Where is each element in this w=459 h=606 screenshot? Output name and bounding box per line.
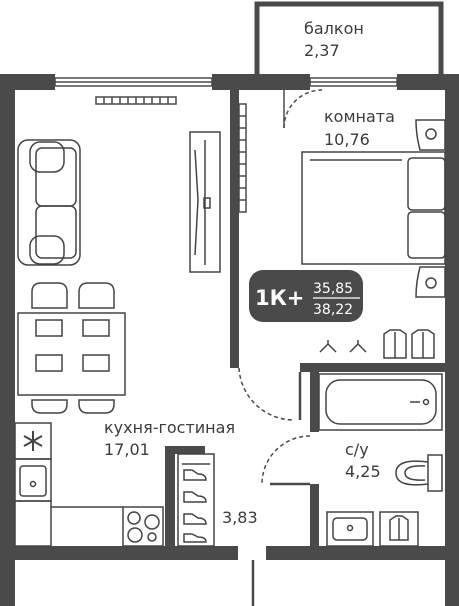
balcony-name: балкон (304, 19, 364, 38)
chair-icon (31, 282, 115, 414)
sink-icon (326, 511, 374, 547)
badge-background (249, 270, 363, 322)
apartment-type-label: 1К+ (255, 286, 304, 310)
washing-machine-icon (379, 511, 419, 547)
wardrobe-icon (319, 329, 435, 359)
doors (238, 89, 323, 606)
nightstand-lamp-icon (415, 119, 446, 298)
toilet-icon (395, 454, 443, 492)
balcony-area: 2,37 (304, 41, 340, 60)
kitchen-counter (14, 500, 123, 547)
kitchen-living-area: 17,01 (104, 440, 150, 459)
kitchen-living-name: кухня-гостиная (104, 418, 235, 437)
bathroom-area: 4,25 (345, 462, 381, 481)
outer-walls (0, 74, 459, 606)
double-bed-icon (301, 151, 446, 265)
dining-table-icon (17, 312, 126, 396)
balcony-structure (254, 1, 444, 74)
radiator-icon (95, 96, 247, 213)
bathtub-icon (318, 373, 443, 431)
tv-stand-icon (189, 131, 221, 273)
living-area-value: 35,85 (313, 281, 353, 297)
total-area-value: 38,22 (313, 302, 353, 318)
bathroom-name: с/у (345, 440, 369, 459)
bedroom-name: комната (324, 107, 395, 126)
bedroom-area: 10,76 (324, 130, 370, 149)
sofa-icon (17, 139, 81, 266)
windows (54, 77, 398, 87)
kitchen-sink-icon (14, 458, 52, 502)
hob-icon (122, 506, 164, 547)
shoe-rack-icon (177, 453, 215, 547)
interior-walls (165, 90, 445, 546)
fridge-icon (14, 422, 52, 460)
apartment-type-badge: 1К+ 35,85 38,22 (249, 270, 363, 322)
hallway-area: 3,83 (222, 508, 258, 527)
